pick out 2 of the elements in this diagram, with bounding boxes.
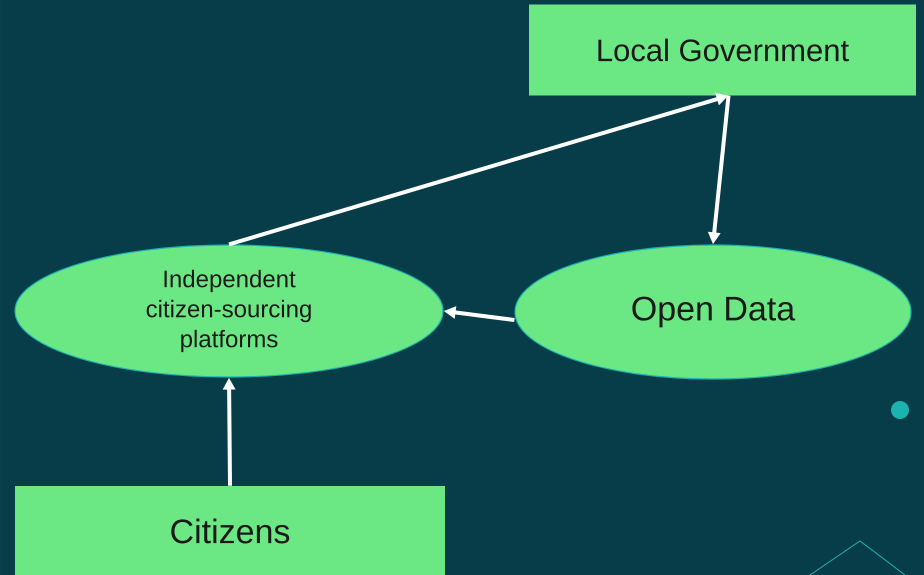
process-box: Local Government (529, 4, 916, 96)
process-box: Citizens (15, 486, 445, 575)
